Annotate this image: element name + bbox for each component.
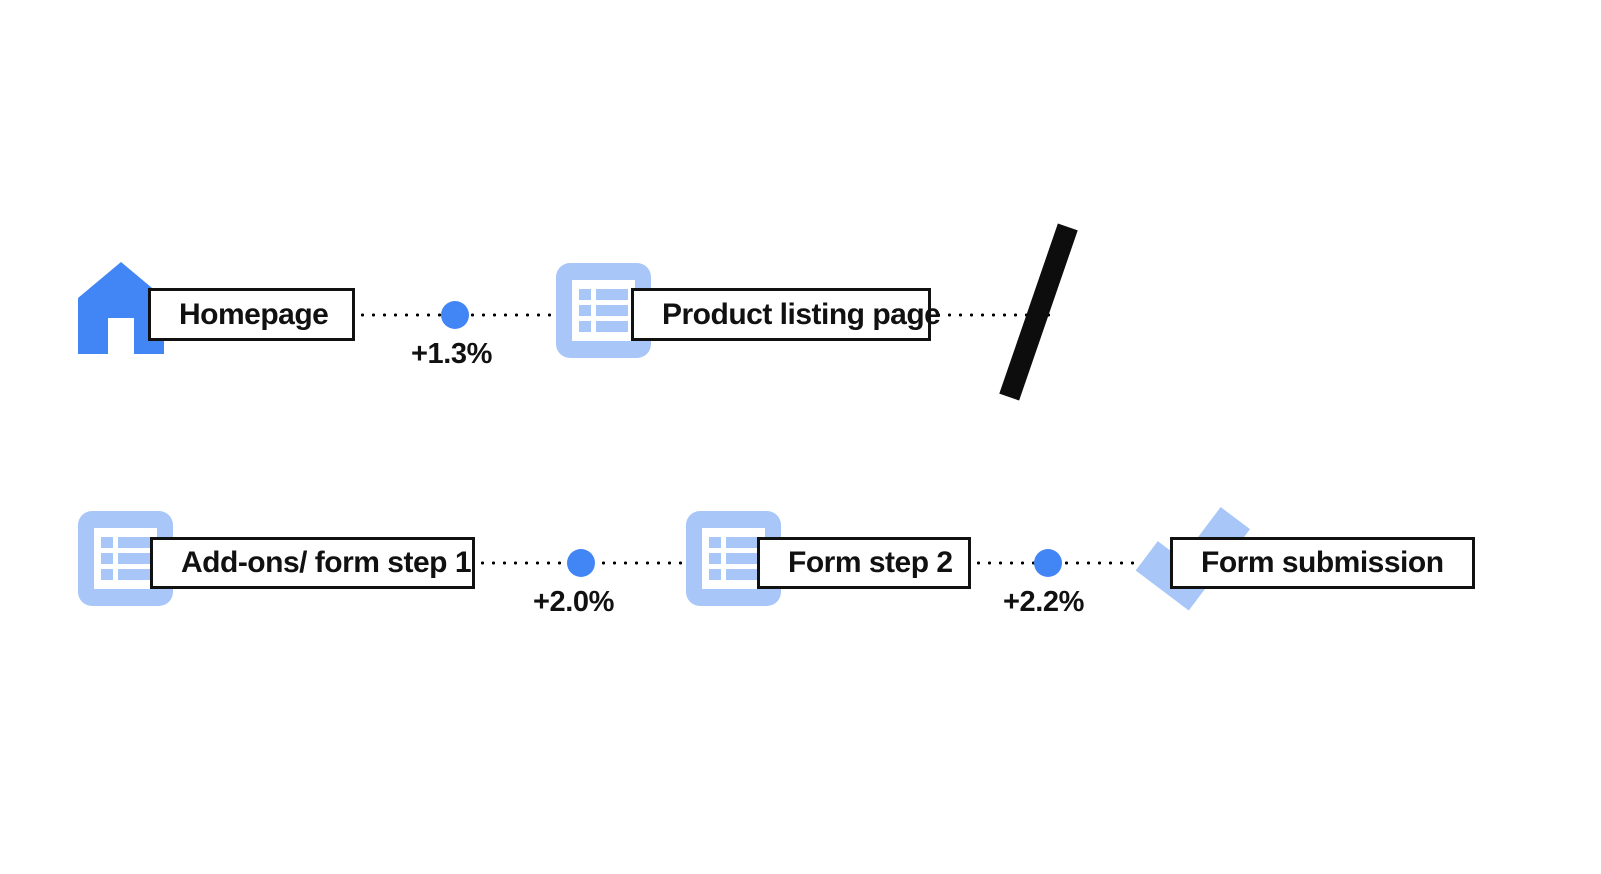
metric-label-uplift-2: +2.0%	[533, 586, 615, 618]
node-form-step-2[interactable]: Form step 2	[757, 537, 971, 589]
node-homepage-label: Homepage	[179, 297, 329, 331]
metric-label-uplift-1: +1.3%	[411, 338, 493, 370]
node-form-submission[interactable]: Form submission	[1170, 537, 1475, 589]
metric-label-uplift-3: +2.2%	[1003, 586, 1085, 618]
connector-form-step-2-to-form-submission	[973, 561, 1168, 565]
node-add-ons-form-step-1-label: Add-ons/ form step 1	[181, 546, 472, 579]
node-form-submission-label: Form submission	[1201, 546, 1444, 579]
list-document-icon	[556, 263, 651, 358]
node-form-step-2-label: Form step 2	[788, 546, 953, 579]
connector-product-listing-to-next	[933, 313, 1051, 317]
metric-dot-uplift-1[interactable]	[441, 301, 469, 329]
node-add-ons-form-step-1[interactable]: Add-ons/ form step 1	[150, 537, 475, 589]
node-product-listing-page[interactable]: Product listing page	[631, 288, 941, 341]
node-homepage[interactable]: Homepage	[148, 288, 355, 341]
metric-dot-uplift-3[interactable]	[1034, 549, 1062, 577]
metric-dot-uplift-2[interactable]	[567, 549, 595, 577]
diagonal-slash-icon	[999, 223, 1078, 401]
list-document-icon	[78, 511, 173, 606]
node-product-listing-page-label: Product listing page	[662, 297, 941, 331]
home-icon	[78, 262, 164, 354]
